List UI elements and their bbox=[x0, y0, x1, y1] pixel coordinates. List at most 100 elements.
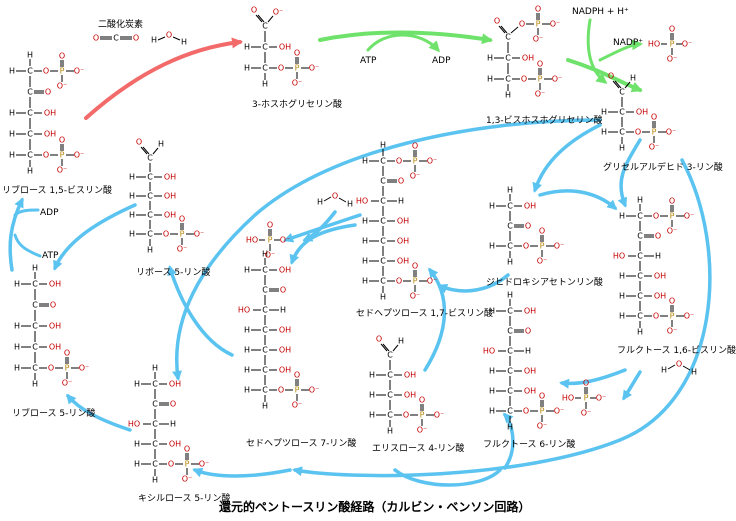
svg-text:O: O bbox=[398, 177, 404, 186]
svg-text:P: P bbox=[540, 242, 545, 251]
label-bpg: 1,3-ビスホスホグリセリン酸 bbox=[486, 116, 603, 126]
svg-text:C: C bbox=[380, 157, 386, 166]
label-fbp: フルクトース 1,6-ビスリン酸 bbox=[617, 346, 736, 356]
svg-text:P: P bbox=[420, 411, 425, 420]
svg-text:O: O bbox=[419, 396, 425, 405]
svg-text:O⁻: O⁻ bbox=[554, 242, 565, 251]
svg-text:O: O bbox=[583, 379, 589, 388]
svg-text:O⁻: O⁻ bbox=[292, 401, 303, 410]
svg-text:C: C bbox=[147, 211, 153, 220]
svg-text:C: C bbox=[507, 367, 513, 376]
svg-text:O⁻: O⁻ bbox=[554, 407, 565, 416]
svg-text:P: P bbox=[185, 460, 190, 469]
svg-text:HO: HO bbox=[613, 252, 625, 261]
svg-text:O: O bbox=[376, 335, 382, 344]
svg-text:C: C bbox=[505, 33, 511, 42]
svg-text:OH: OH bbox=[49, 280, 61, 289]
svg-text:C: C bbox=[507, 202, 513, 211]
svg-text:C: C bbox=[152, 420, 158, 429]
svg-text:P: P bbox=[670, 40, 675, 49]
svg-text:H: H bbox=[387, 427, 393, 436]
svg-text:O⁻: O⁻ bbox=[199, 460, 210, 469]
svg-text:P: P bbox=[413, 157, 418, 166]
label-g3p: グリセルアルデヒド 3-リン酸 bbox=[603, 163, 723, 173]
svg-text:P: P bbox=[670, 312, 675, 321]
svg-text:C: C bbox=[637, 272, 643, 281]
svg-text:H: H bbox=[14, 322, 20, 331]
arrow-f6p-to-e4p bbox=[502, 412, 515, 470]
svg-text:OH: OH bbox=[654, 292, 666, 301]
svg-text:H: H bbox=[262, 402, 268, 411]
svg-text:O⁻: O⁻ bbox=[182, 475, 193, 484]
svg-text:C: C bbox=[27, 67, 33, 76]
svg-text:C: C bbox=[387, 411, 393, 420]
svg-text:C: C bbox=[262, 366, 268, 375]
svg-text:O⁻: O⁻ bbox=[177, 245, 188, 254]
arrow-nadph-in bbox=[586, 18, 608, 84]
svg-text:O⁻: O⁻ bbox=[550, 20, 561, 29]
svg-text:H: H bbox=[487, 75, 493, 84]
svg-text:O: O bbox=[133, 34, 139, 43]
svg-text:H: H bbox=[489, 202, 495, 211]
svg-text:C: C bbox=[380, 257, 386, 266]
svg-text:O: O bbox=[676, 360, 682, 369]
arrow-sbp-to-s7p bbox=[289, 223, 357, 265]
svg-text:H: H bbox=[9, 67, 15, 76]
svg-text:C: C bbox=[262, 22, 268, 31]
svg-text:O: O bbox=[651, 113, 657, 122]
svg-text:O: O bbox=[267, 221, 273, 230]
svg-text:H: H bbox=[181, 38, 187, 47]
svg-text:H: H bbox=[362, 277, 368, 286]
svg-text:O⁻: O⁻ bbox=[57, 166, 68, 175]
svg-text:OH: OH bbox=[404, 391, 416, 400]
arrow-adp-bend bbox=[13, 208, 40, 217]
svg-text:P: P bbox=[268, 236, 273, 245]
svg-text:C: C bbox=[637, 312, 643, 321]
svg-text:OH: OH bbox=[524, 367, 536, 376]
svg-text:H: H bbox=[9, 151, 15, 160]
svg-text:OH: OH bbox=[397, 257, 409, 266]
svg-text:O⁻: O⁻ bbox=[682, 40, 693, 49]
svg-text:O⁻: O⁻ bbox=[535, 90, 546, 99]
svg-text:H: H bbox=[637, 328, 643, 337]
arrow-r5p-to-ru5p bbox=[53, 203, 137, 271]
svg-text:H: H bbox=[369, 391, 375, 400]
svg-text:H: H bbox=[147, 246, 153, 255]
svg-text:OH: OH bbox=[279, 43, 291, 52]
svg-text:H: H bbox=[280, 306, 286, 315]
svg-text:O: O bbox=[184, 445, 190, 454]
svg-text:C: C bbox=[262, 326, 268, 335]
svg-text:C: C bbox=[637, 252, 643, 261]
svg-text:C: C bbox=[505, 75, 511, 84]
svg-text:H: H bbox=[244, 266, 250, 275]
svg-text:H: H bbox=[14, 343, 20, 352]
svg-text:H: H bbox=[619, 212, 625, 221]
svg-text:H: H bbox=[244, 43, 250, 52]
svg-text:O: O bbox=[294, 371, 300, 380]
svg-text:H: H bbox=[129, 230, 135, 239]
svg-text:O: O bbox=[166, 31, 172, 40]
svg-text:H: H bbox=[489, 307, 495, 316]
svg-text:C: C bbox=[152, 380, 158, 389]
svg-text:OH: OH bbox=[397, 237, 409, 246]
svg-text:O⁻: O⁻ bbox=[194, 230, 205, 239]
svg-text:O: O bbox=[179, 215, 185, 224]
svg-text:HO: HO bbox=[483, 347, 495, 356]
svg-text:O: O bbox=[537, 60, 543, 69]
svg-text:C: C bbox=[147, 154, 153, 163]
svg-text:C: C bbox=[32, 322, 38, 331]
svg-text:C: C bbox=[507, 327, 513, 336]
svg-text:OH: OH bbox=[404, 371, 416, 380]
svg-text:P: P bbox=[584, 394, 589, 403]
svg-text:C: C bbox=[262, 266, 268, 275]
svg-text:C: C bbox=[27, 130, 33, 139]
arrow-g3p-to-dhap bbox=[532, 123, 602, 193]
arrow-atp-in bbox=[366, 33, 441, 53]
svg-text:O: O bbox=[403, 411, 409, 420]
